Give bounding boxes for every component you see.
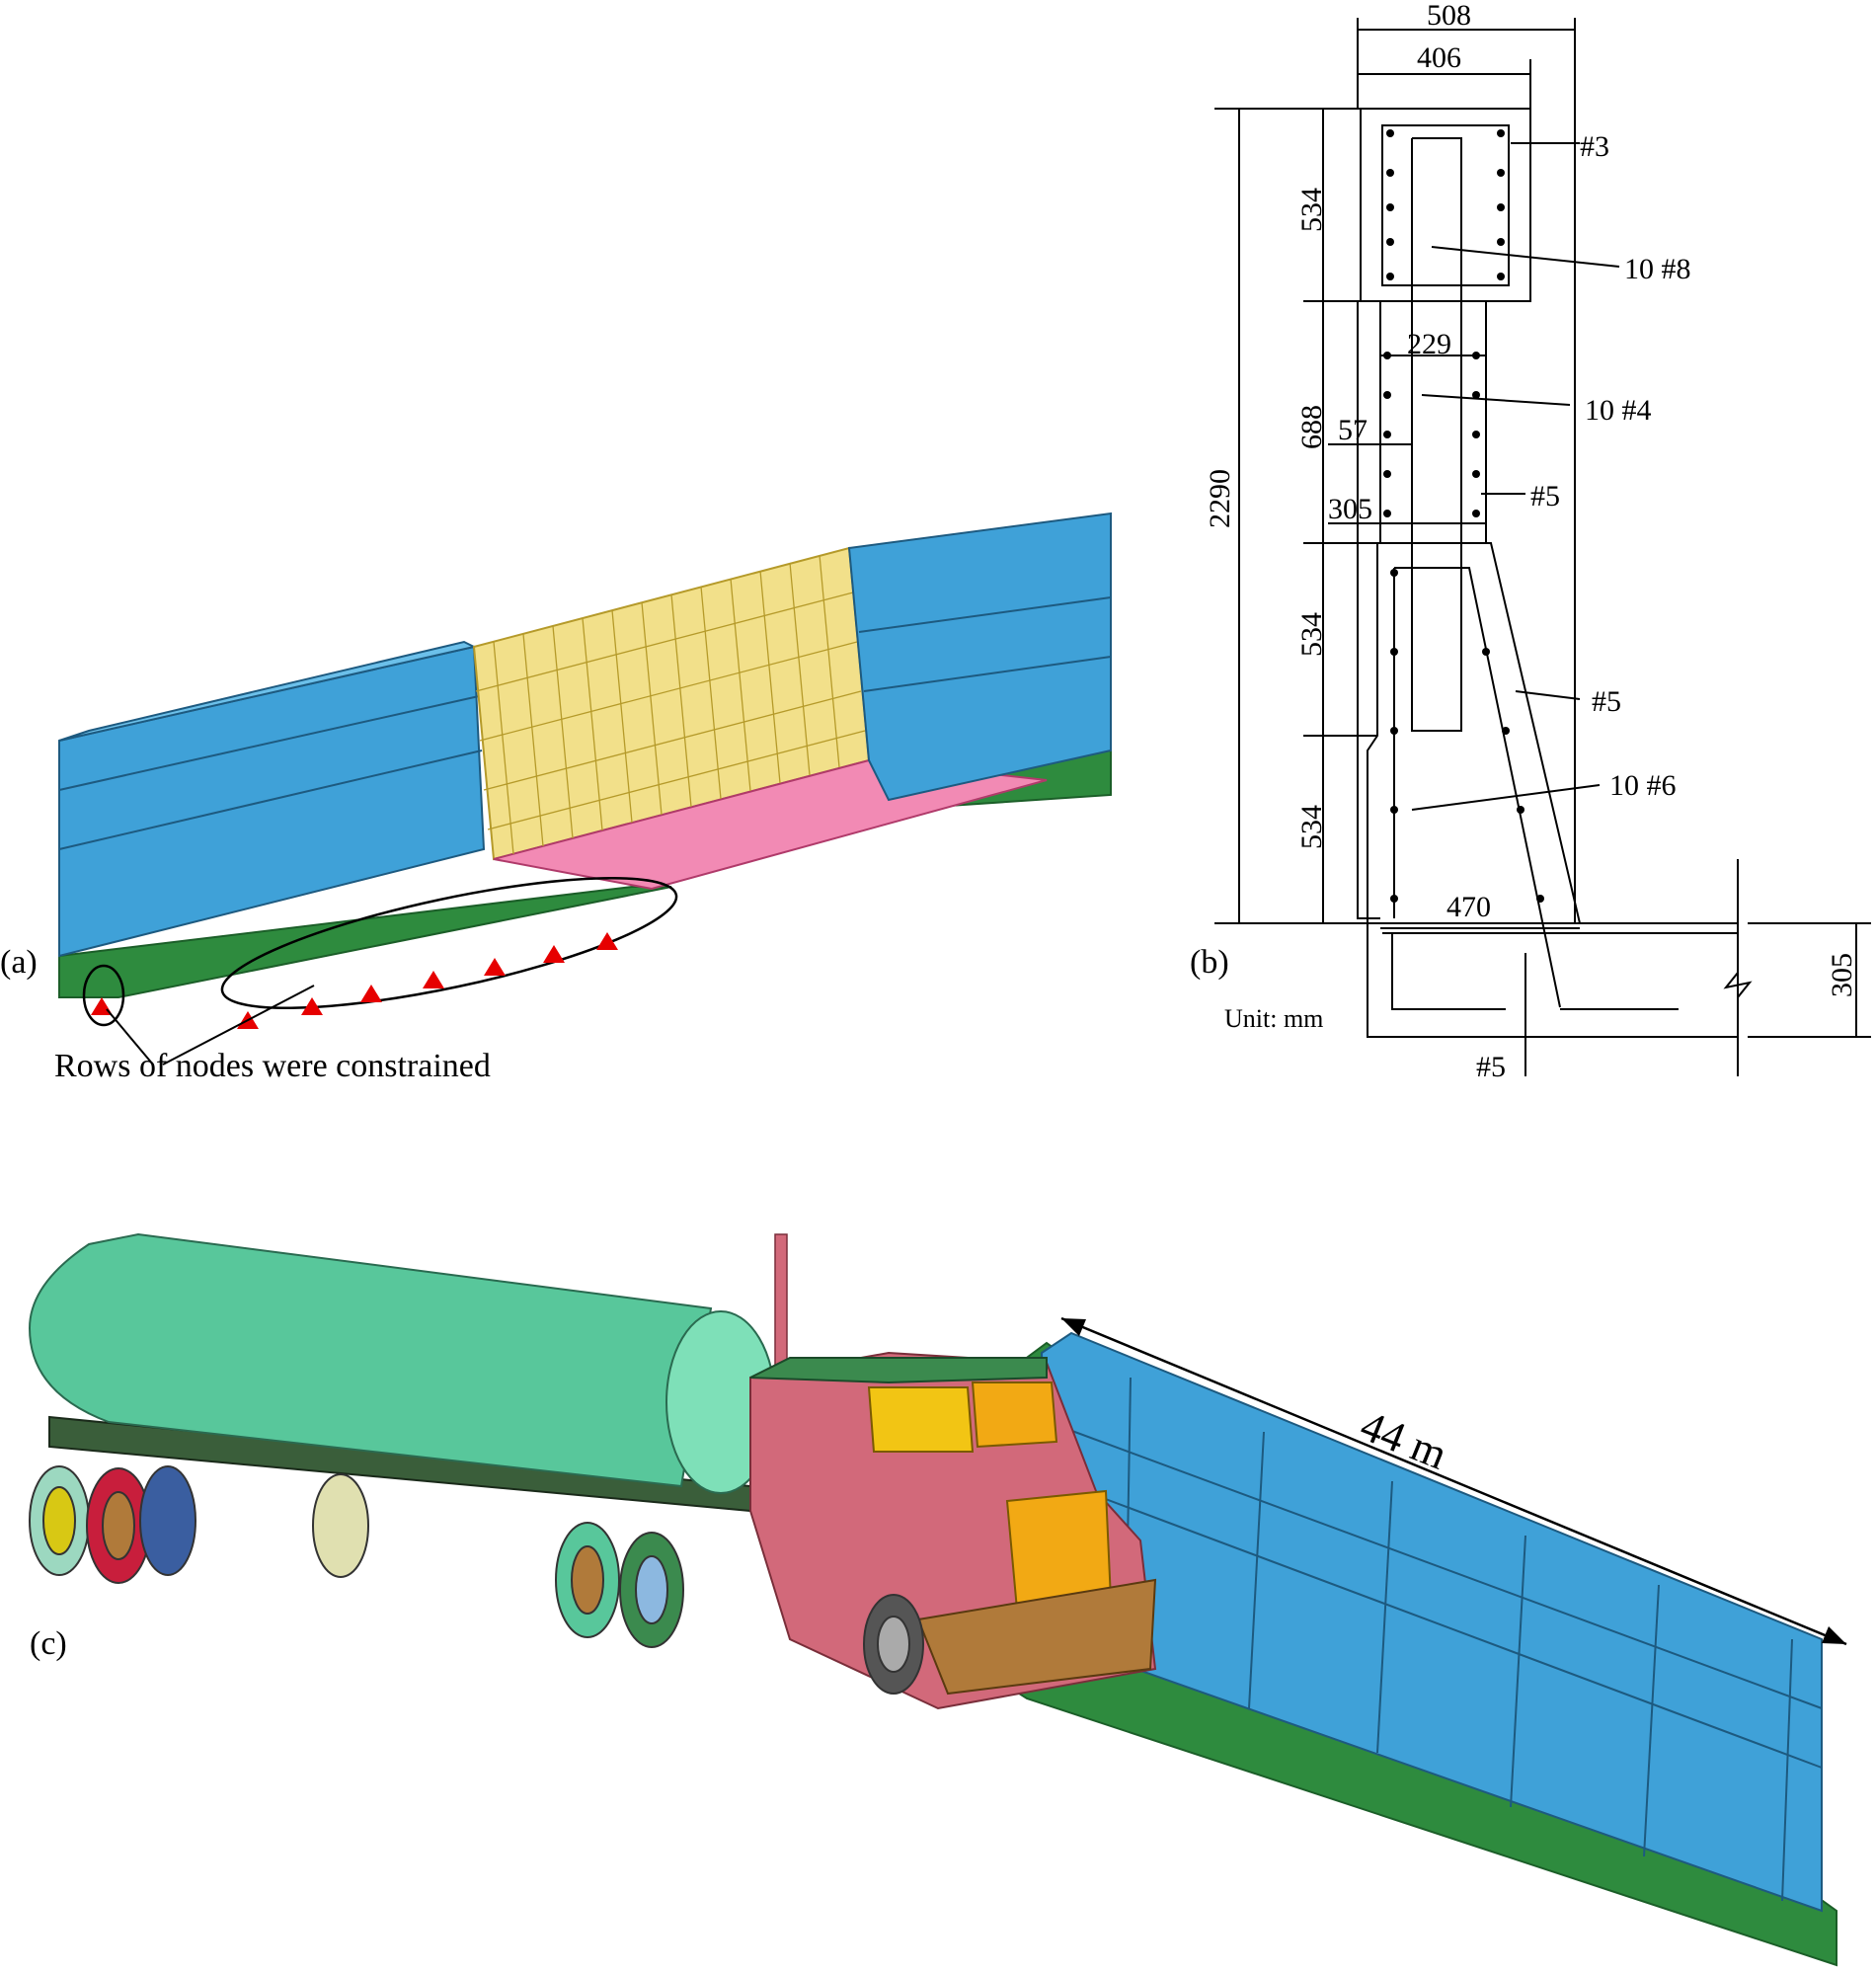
dim-label-534-low: 534 [1295,805,1328,849]
rebar-label-5c: #5 [1476,1051,1506,1083]
exhaust-stack [774,1233,788,1369]
mesh-lines-a [475,554,866,855]
panel-c: 44 m (c) [28,1232,1847,1967]
barrier-joints-c [1060,1377,1823,1902]
barrier-left-groove1 [58,695,480,791]
annotation-arrow-1 [106,1008,154,1065]
wheels [29,1465,924,1695]
annotation-text-a: Rows of nodes were constrained [54,1048,491,1084]
barrier-right-groove [858,596,1112,633]
bumper [916,1578,1157,1696]
unit-label: Unit: mm [1224,1004,1323,1033]
dim-label-57: 57 [1338,414,1368,446]
barrier-right-a [847,512,1112,802]
leader-4 [1421,394,1571,406]
tank [28,1232,713,1488]
rebar-label-3: #3 [1580,130,1609,163]
cab-window-left [867,1386,975,1453]
dim-label-688: 688 [1295,405,1328,449]
dim-label-470: 470 [1446,891,1491,923]
lower-stirrup [1394,567,1561,1008]
rebar-dots [1383,129,1544,903]
dim-label-534-top: 534 [1295,188,1328,232]
leader-6 [1411,784,1601,811]
annotation-arrow-2 [162,985,315,1065]
length-dimension [1060,1316,1847,1646]
dim-label-305-step: 305 [1328,493,1372,525]
cap-stirrup [1381,124,1510,286]
rebar-label-5b: #5 [1592,685,1621,718]
rebar-label-4: 10 #4 [1585,394,1652,427]
ground-slab-a [58,886,672,998]
panel-c-label: (c) [30,1625,67,1662]
slab-outline [1367,922,1739,1038]
length-arrow-end [1822,1626,1846,1644]
slab-bar [1391,933,1506,1010]
barrier-right-groove2 [863,656,1112,692]
web-stirrup [1411,137,1462,732]
panel-a-label: (a) [0,944,38,981]
slab-break [1723,859,1753,1076]
dim-label-229: 229 [1407,328,1451,360]
rebar-label-6: 10 #6 [1609,769,1677,802]
panel-a: (a) Rows of nodes were constrained [0,512,1112,1084]
cab-roof [749,1357,1048,1384]
length-arrow-start [1061,1318,1086,1336]
barrier-left-groove2 [58,750,483,850]
dim-label-2290: 2290 [1204,469,1236,528]
panel-b-label: (b) [1190,944,1229,981]
dim-label-406: 406 [1417,41,1461,74]
rebar-label-5a: #5 [1530,480,1560,513]
panel-b [1214,18,1871,1076]
leader-8 [1431,246,1620,268]
constraint-ellipse-long [220,876,678,1010]
cap-outline [1360,108,1531,302]
cab-window-right [971,1381,1058,1449]
barrier-left-top-a [58,640,477,742]
dim-label-534-mid: 534 [1295,612,1328,657]
rebar-label-8: 10 #8 [1624,253,1691,285]
dim-label-508: 508 [1427,0,1471,32]
dim-label-305-slab: 305 [1826,953,1858,997]
leader-5b [1515,690,1581,700]
constraint-ellipse-small [82,964,125,1027]
lower-outline [1367,542,1582,924]
